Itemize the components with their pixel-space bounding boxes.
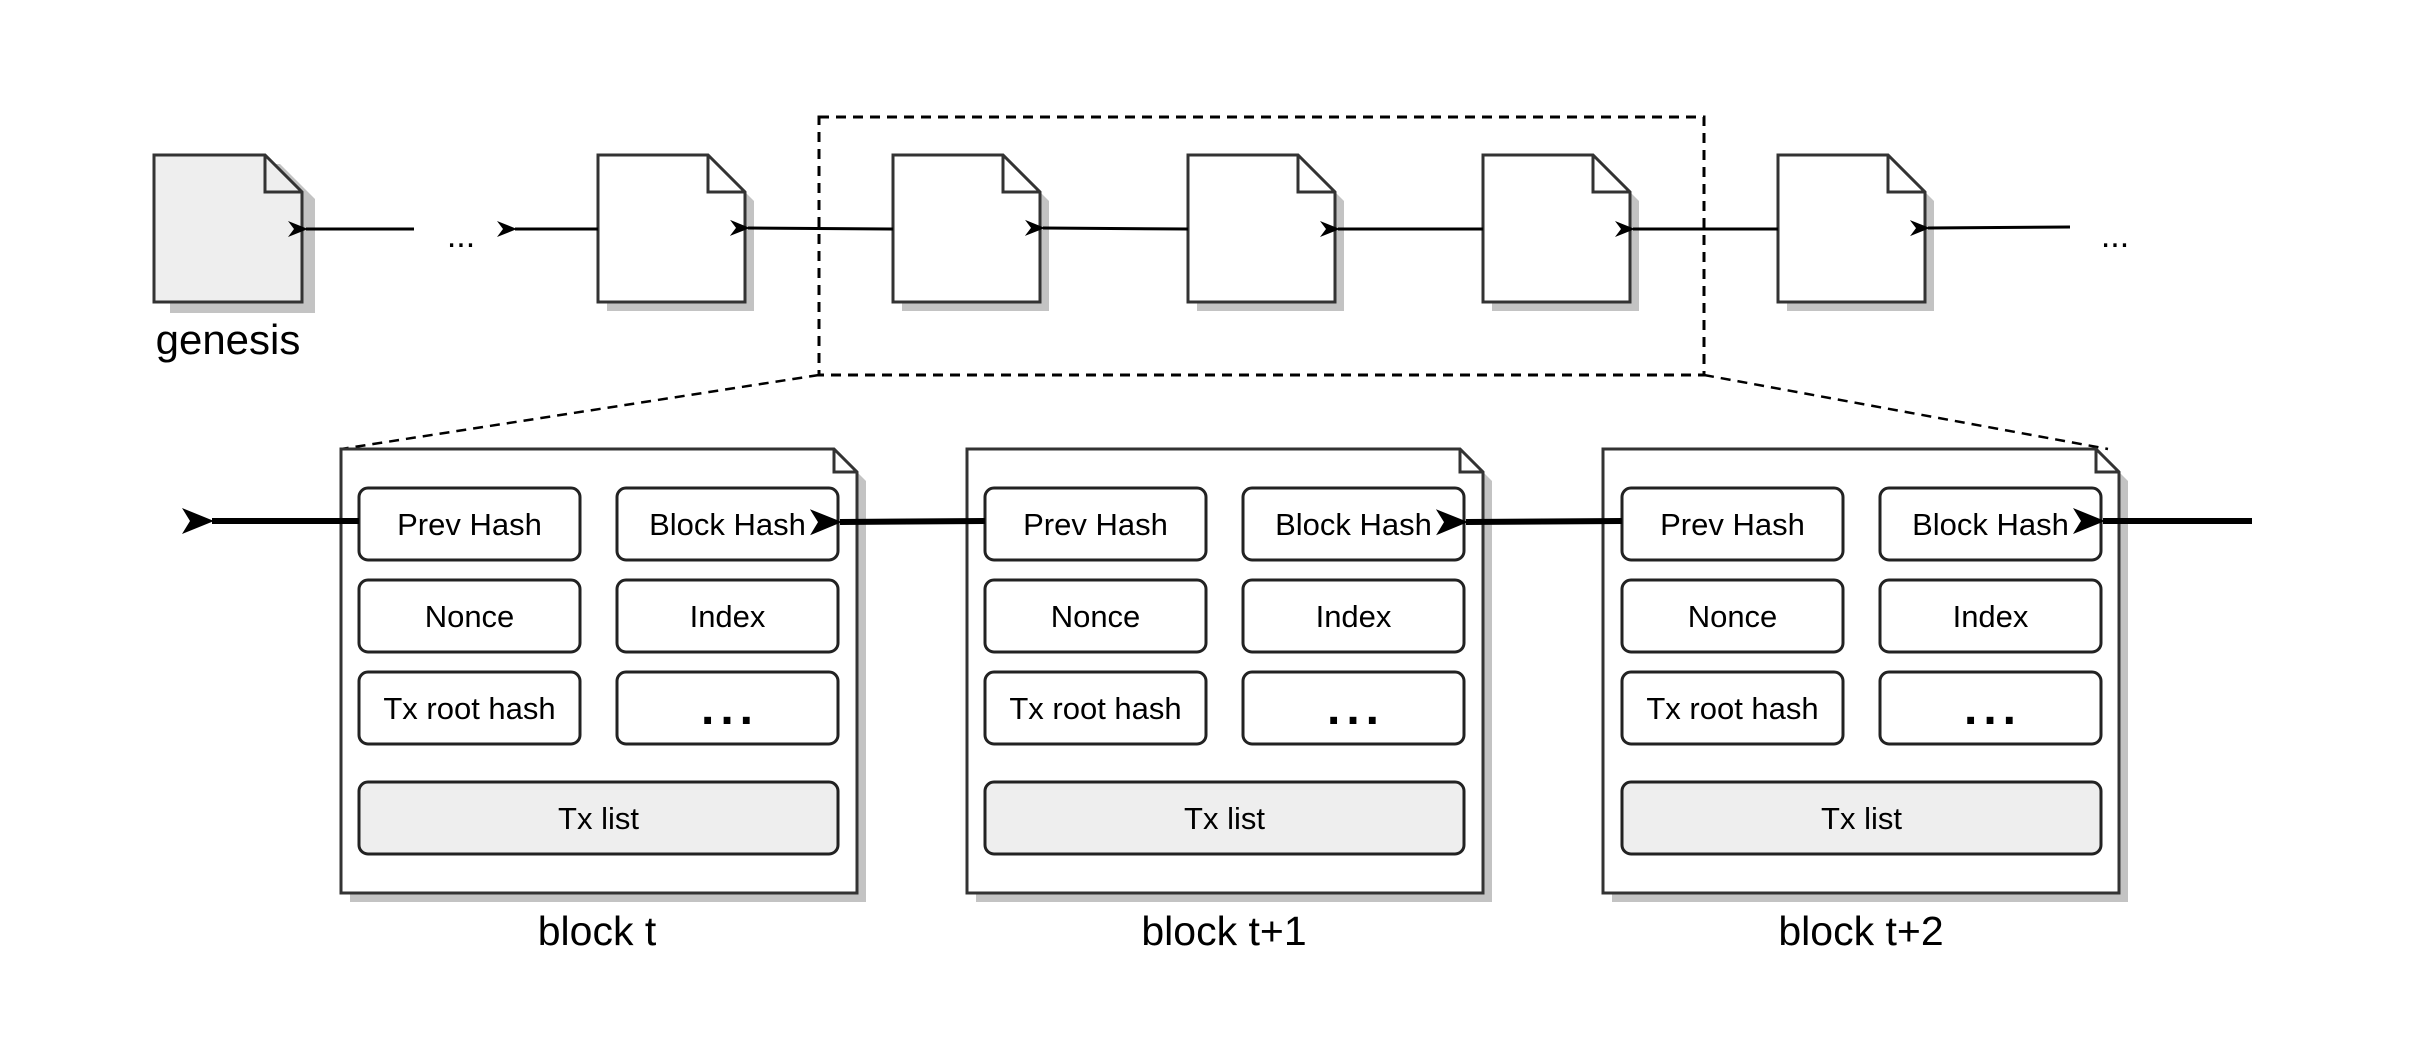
nonce-field: [1620, 578, 1845, 654]
chain-row: genesis ...: [152, 115, 2129, 377]
index-label: Index: [690, 599, 766, 634]
block-hash-label: Block Hash: [1912, 507, 2069, 542]
more-fields: [1241, 670, 1466, 746]
block-caption: block t+2: [1778, 908, 1943, 954]
index-field: [1878, 578, 2103, 654]
index-label: Index: [1953, 599, 2029, 634]
chain-link-arrow: [1909, 220, 2071, 237]
tx-root-hash-field: [357, 670, 582, 746]
prev-hash-label: Prev Hash: [1023, 507, 1168, 542]
prev-hash-label: Prev Hash: [1660, 507, 1805, 542]
block-detail: Prev Hash Block Hash Nonce Index Tx root…: [965, 447, 1492, 902]
block-detail: Prev Hash Block Hash Nonce Index Tx root…: [1601, 447, 2128, 902]
nonce-label: Nonce: [1688, 599, 1778, 634]
tx-list-field: [983, 780, 1466, 856]
more-fields-ellipsis: ...: [1327, 682, 1385, 735]
chain-link-arrow: [729, 219, 894, 236]
tx-list-label: Tx list: [1821, 801, 1902, 836]
expanded-blocks-row: Prev Hash Block Hash Nonce Index Tx root…: [182, 447, 2252, 954]
chain-gap-dots-right: ...: [2101, 217, 2129, 255]
tx-list-label: Tx list: [1184, 801, 1265, 836]
block-hash-label: Block Hash: [649, 507, 806, 542]
nonce-field: [983, 578, 1208, 654]
tx-list-field: [357, 780, 840, 856]
tx-root-hash-field: [983, 670, 1208, 746]
genesis-label: genesis: [156, 316, 301, 363]
nonce-field: [357, 578, 582, 654]
block-caption: block t: [538, 908, 657, 954]
zoom-connector-left: [340, 373, 820, 451]
chain-link-arrow: [1024, 219, 1189, 236]
more-fields-ellipsis: ...: [1964, 682, 2022, 735]
zoom-selection-box: [817, 115, 1706, 377]
chain-block-doc: [596, 153, 754, 311]
chain-block-doc: [891, 153, 1049, 311]
index-label: Index: [1316, 599, 1392, 634]
hash-link-arrow: [1435, 509, 1623, 536]
nonce-label: Nonce: [1051, 599, 1141, 634]
tx-root-hash-field: [1620, 670, 1845, 746]
prev-hash-label: Prev Hash: [397, 507, 542, 542]
hash-link-arrow: [809, 509, 986, 536]
more-fields-ellipsis: ...: [701, 682, 759, 735]
genesis-block-doc: [152, 153, 315, 313]
tx-root-hash-label: Tx root hash: [383, 691, 555, 726]
tx-list-field: [1620, 780, 2103, 856]
tx-list-label: Tx list: [558, 801, 639, 836]
tx-root-hash-label: Tx root hash: [1646, 691, 1818, 726]
zoom-connector-right: [1703, 373, 2109, 451]
block-hash-label: Block Hash: [1275, 507, 1432, 542]
more-fields: [1878, 670, 2103, 746]
nonce-label: Nonce: [425, 599, 515, 634]
chain-block-doc: [1186, 153, 1344, 311]
chain-block-doc: [1481, 153, 1639, 311]
chain-block-doc: [1776, 153, 1934, 311]
index-field: [615, 578, 840, 654]
block-detail: Prev Hash Block Hash Nonce Index Tx root…: [339, 447, 866, 902]
index-field: [1241, 578, 1466, 654]
tx-root-hash-label: Tx root hash: [1009, 691, 1181, 726]
block-caption: block t+1: [1141, 908, 1306, 954]
chain-gap-dots-left: ...: [447, 217, 475, 255]
more-fields: [615, 670, 840, 746]
